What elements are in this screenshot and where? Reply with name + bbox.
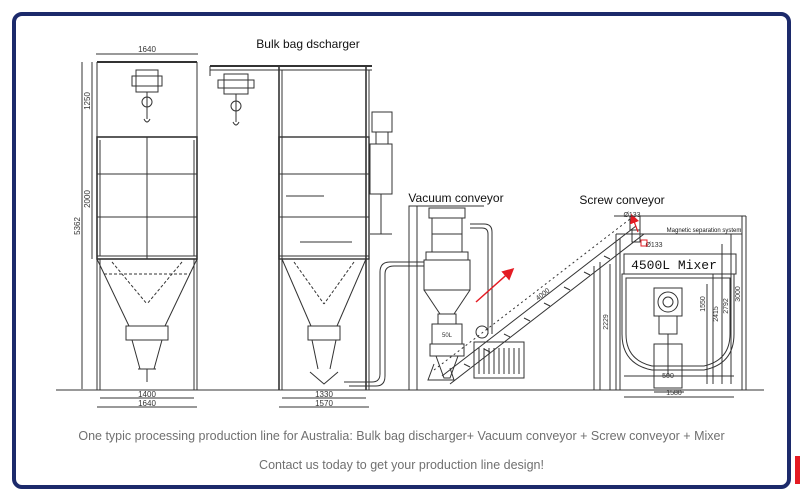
caption-production-line: One typic processing production line for… [78,429,725,443]
label-screw-conveyor: Screw conveyor [579,193,664,207]
dim-3000: 3000 [735,286,742,302]
arrow-vacuum [475,268,515,303]
dim-1400: 1400 [138,390,156,399]
dim-4000: 4000 [535,287,552,302]
image-frame: 1640 1250 2000 5362 1400 1640 [12,12,791,489]
mixer-4500l [609,215,747,398]
dim-2792: 2792 [723,298,730,314]
dim-1580: 1580 [666,390,682,397]
dim-1550: 1550 [700,296,707,312]
label-vacuum-conveyor: Vacuum conveyor [408,191,503,205]
label-bulk-bag-discharger: Bulk bag dscharger [256,37,359,51]
dim-1570: 1570 [315,399,333,408]
dim-133-b: Ø133 [645,242,662,249]
label-magnetic: Magnetic separation system [667,228,742,234]
production-line-drawing: 1640 1250 2000 5362 1400 1640 [56,37,764,408]
magnetic-box [640,239,648,247]
arrow-screw [630,213,640,233]
dim-2000: 2000 [83,190,92,208]
dim-1640-top: 1640 [138,45,156,54]
dim-500: 500 [662,373,674,380]
vacuum-conveyor [344,205,525,391]
dim-5362: 5362 [73,217,82,235]
discharger-front-view [81,53,198,408]
screw-conveyor [427,215,645,391]
dim-1330: 1330 [315,390,333,399]
discharger-side-view [209,65,393,408]
caption-contact: Contact us today to get your production … [259,458,544,472]
dim-2415: 2415 [713,306,720,322]
dim-1640-bottom: 1640 [138,399,156,408]
dim-1250: 1250 [83,92,92,110]
label-mixer: 4500L Mixer [631,258,717,273]
red-edge-mark [795,456,800,484]
dim-50l: 50L [442,333,453,339]
dim-2229: 2229 [603,314,610,330]
